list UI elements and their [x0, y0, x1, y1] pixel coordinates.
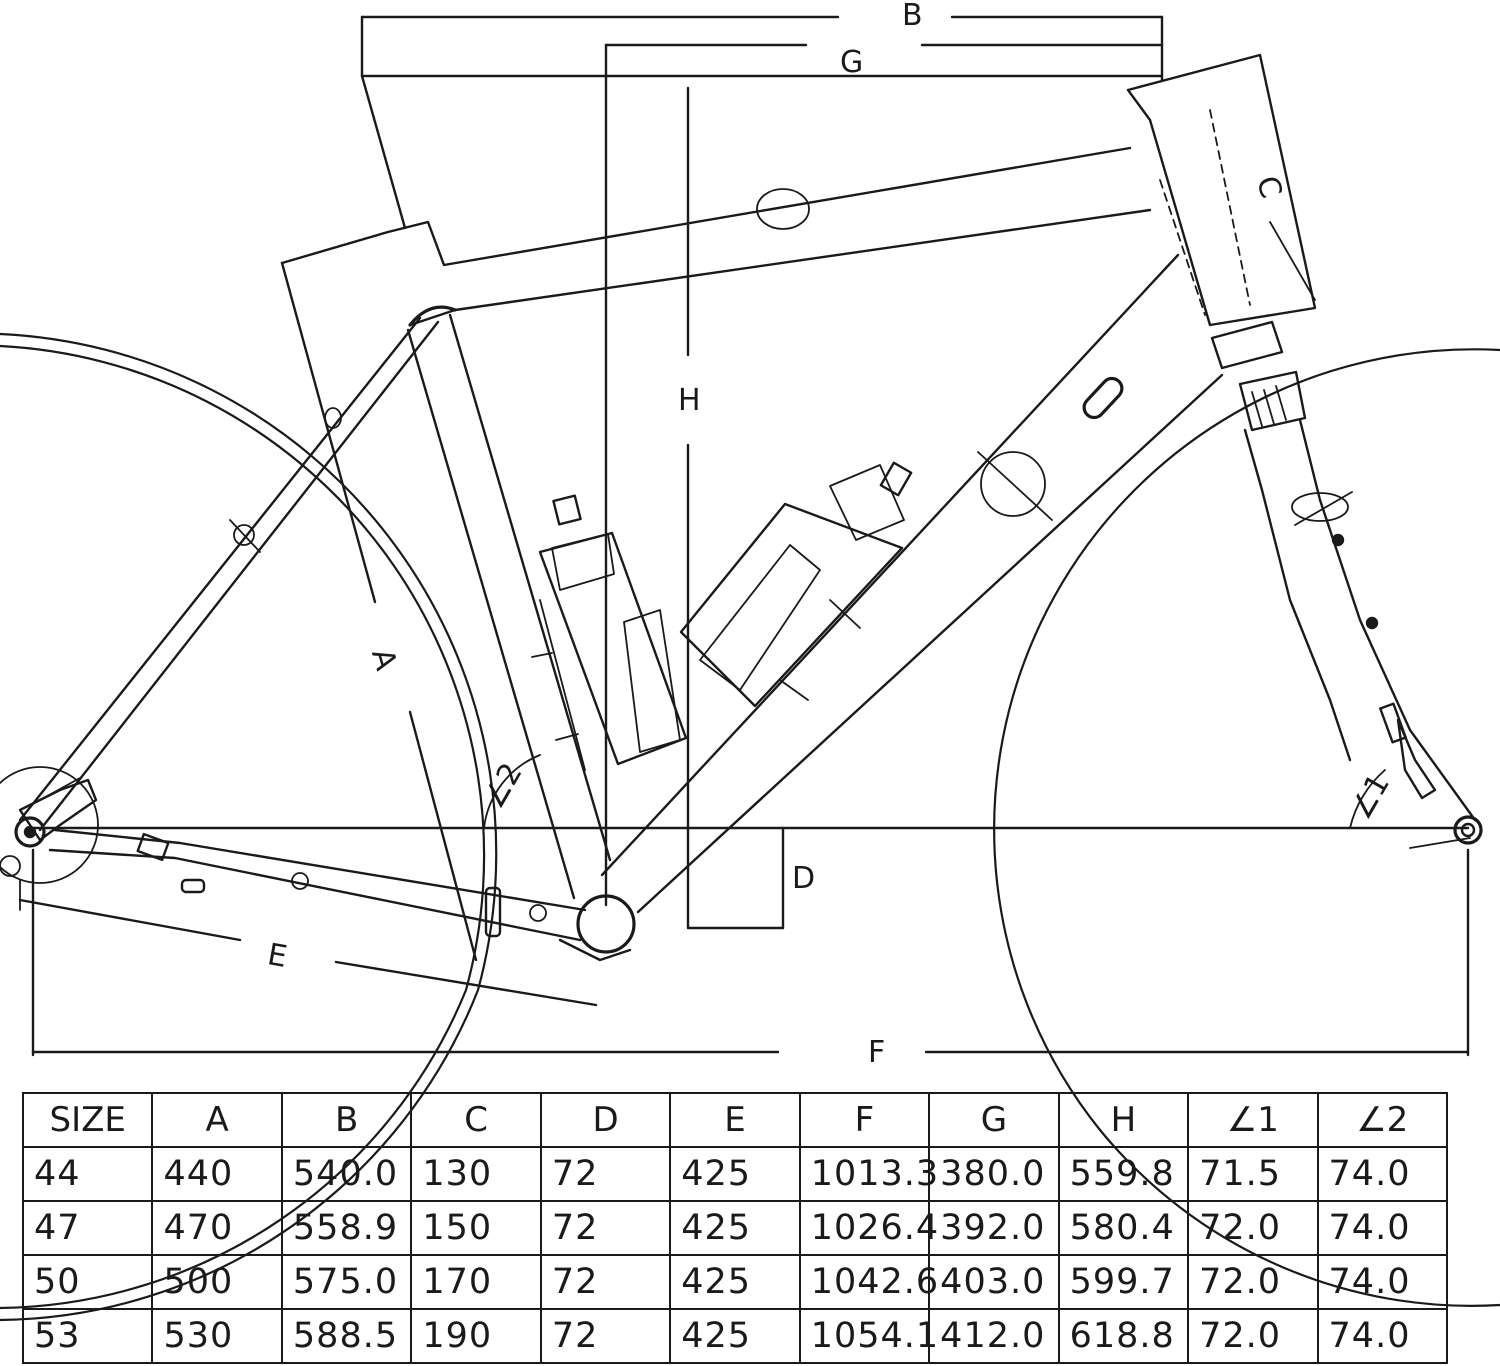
header-c: C	[410, 1092, 542, 1148]
header-l1: ∠1	[1187, 1092, 1319, 1148]
header-g: G	[928, 1092, 1060, 1148]
table-cell: 71.5	[1187, 1146, 1319, 1202]
header-size: SIZE	[21, 1092, 154, 1148]
table-cell: 72.0	[1187, 1254, 1319, 1310]
table-cell: 425	[669, 1308, 801, 1364]
header-h: H	[1057, 1092, 1190, 1148]
front-axle	[1453, 815, 1483, 845]
table-row: 53 530 588.5 190 72 425 1054.1 412.0 618…	[21, 1308, 1449, 1364]
table-header-row: SIZE A B C D E F G H ∠1 ∠2	[21, 1092, 1449, 1148]
header-a: A	[151, 1092, 283, 1148]
table-cell: 53	[21, 1308, 154, 1364]
table-cell: 425	[669, 1200, 801, 1256]
table-row: 47 470 558.9 150 72 425 1026.4 392.0 580…	[21, 1200, 1449, 1256]
table-cell: 1042.6	[798, 1254, 938, 1310]
table-cell: 72.0	[1187, 1308, 1319, 1364]
label-f: F	[868, 1035, 885, 1070]
table-cell: 74.0	[1316, 1146, 1449, 1202]
label-g: G	[840, 45, 863, 80]
headset	[1210, 320, 1307, 432]
table-row: 50 500 575.0 170 72 425 1042.6 403.0 599…	[21, 1254, 1449, 1310]
header-f: F	[798, 1092, 931, 1148]
rear-hub-disc	[0, 766, 99, 884]
table-cell: 47	[21, 1200, 154, 1256]
table-cell: 74.0	[1316, 1200, 1449, 1256]
table-cell: 425	[669, 1146, 801, 1202]
bottle-seat-tube	[531, 494, 688, 771]
table-cell: 440	[151, 1146, 283, 1202]
label-d: D	[792, 861, 815, 896]
table-cell: 170	[410, 1254, 542, 1310]
table-cell: 530	[151, 1308, 283, 1364]
angle-l2: ∠2	[476, 754, 541, 829]
table-cell: 540.0	[280, 1146, 413, 1202]
seat-tube	[406, 305, 612, 900]
table-cell: 72	[539, 1146, 672, 1202]
header-b: B	[280, 1092, 413, 1148]
label-h: H	[678, 383, 701, 418]
table-cell: 470	[151, 1200, 283, 1256]
top-tube	[386, 146, 1152, 327]
table-cell: 588.5	[280, 1308, 413, 1364]
table-row: 44 440 540.0 130 72 425 1013.3 380.0 559…	[21, 1146, 1449, 1202]
table-cell: 558.9	[280, 1200, 413, 1256]
table-cell: 72.0	[1187, 1200, 1319, 1256]
table-cell: 618.8	[1057, 1308, 1190, 1364]
table-cell: 403.0	[928, 1254, 1060, 1310]
angle-l1: ∠1	[1344, 768, 1397, 829]
table-cell: 72	[539, 1200, 672, 1256]
table-cell: 392.0	[928, 1200, 1060, 1256]
label-e: E	[265, 937, 290, 975]
down-tube	[600, 253, 1224, 914]
dimension-h: H	[678, 86, 701, 930]
table-cell: 380.0	[928, 1146, 1060, 1202]
header-e: E	[669, 1092, 801, 1148]
table-cell: 599.7	[1057, 1254, 1190, 1310]
label-a: A	[364, 645, 403, 675]
label-c: C	[1249, 172, 1289, 203]
seat-stay	[18, 316, 440, 832]
dimension-f: F	[31, 848, 1470, 1070]
header-d: D	[539, 1092, 672, 1148]
head-tube: C	[1126, 53, 1317, 327]
table-cell: 425	[669, 1254, 801, 1310]
table-cell: 575.0	[280, 1254, 413, 1310]
table-cell: 44	[21, 1146, 154, 1202]
table-cell: 412.0	[928, 1308, 1060, 1364]
dimension-e: E	[18, 879, 598, 1007]
table-cell: 1054.1	[798, 1308, 938, 1364]
dimension-g: G	[604, 43, 1164, 907]
table-cell: 190	[410, 1308, 542, 1364]
dimension-b: B	[360, 0, 1164, 82]
table-cell: 72	[539, 1254, 672, 1310]
label-b: B	[902, 0, 923, 33]
table-cell: 50	[21, 1254, 154, 1310]
chain-stay	[48, 828, 587, 942]
bottle-down-tube	[679, 461, 913, 708]
table-cell: 1026.4	[798, 1200, 938, 1256]
dimension-d: D	[28, 826, 1470, 930]
table-cell: 559.8	[1057, 1146, 1190, 1202]
fork	[1243, 418, 1477, 822]
header-l2: ∠2	[1316, 1092, 1449, 1148]
table-cell: 1013.3	[798, 1146, 938, 1202]
bottom-bracket	[529, 894, 636, 962]
table-cell: 72	[539, 1308, 672, 1364]
table-cell: 500	[151, 1254, 283, 1310]
label-l1: ∠1	[1344, 768, 1397, 825]
table-cell: 74.0	[1316, 1308, 1449, 1364]
table-cell: 580.4	[1057, 1200, 1190, 1256]
table-cell: 150	[410, 1200, 542, 1256]
table-cell: 130	[410, 1146, 542, 1202]
table-cell: 74.0	[1316, 1254, 1449, 1310]
geometry-table: SIZE A B C D E F G H ∠1 ∠2 44 440 540.0 …	[21, 1092, 1449, 1364]
